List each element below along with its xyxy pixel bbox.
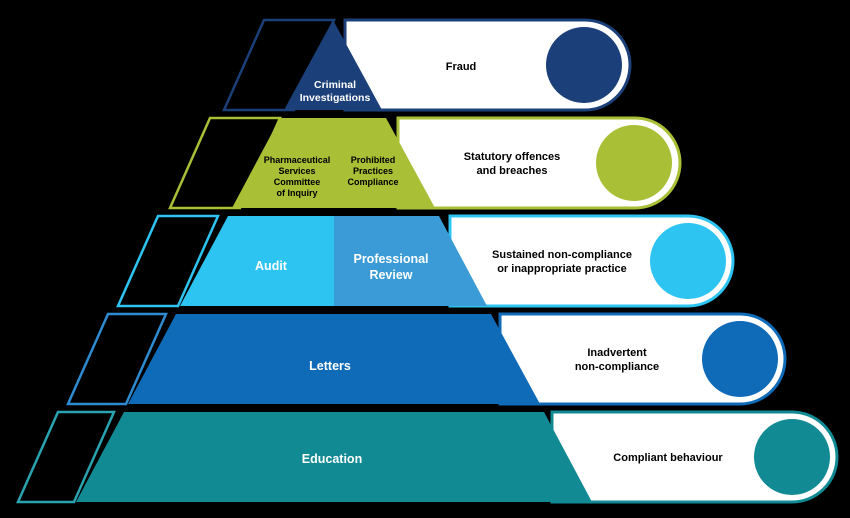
svg-text:Fraud: Fraud (446, 61, 477, 73)
pyramid-tier-5 (76, 412, 592, 502)
tier2-right-line3: Compliance (347, 177, 398, 187)
label-inadvertent-line2: non-compliance (575, 361, 659, 373)
tier4-label: Letters (309, 359, 351, 373)
behaviour-pill-sustained: Sustained non-compliance or inappropriat… (448, 214, 735, 308)
label-fraud: Fraud (446, 61, 477, 73)
svg-text:Investigations: Investigations (300, 92, 371, 104)
tier3-right-line2: Review (369, 268, 412, 282)
svg-text:of Inquiry: of Inquiry (277, 188, 318, 198)
indicator-circle-sustained (650, 223, 726, 299)
behaviour-pill-fraud: Fraud (343, 18, 632, 112)
tier5-label: Education (302, 452, 362, 466)
svg-text:Compliance: Compliance (347, 177, 398, 187)
svg-text:non-compliance: non-compliance (575, 361, 659, 373)
svg-text:Inadvertent: Inadvertent (587, 347, 647, 359)
tier2-right-line1: Prohibited (351, 155, 396, 165)
svg-text:Committee: Committee (274, 177, 321, 187)
tier2-left-line3: Committee (274, 177, 321, 187)
tier2-left-line4: of Inquiry (277, 188, 318, 198)
pyramid-tier-2 (232, 118, 435, 208)
tier3-right-line1: Professional (353, 252, 428, 266)
tier1-label-line2: Investigations (300, 92, 371, 104)
tier2-right-line2: Practices (353, 166, 393, 176)
svg-text:Practices: Practices (353, 166, 393, 176)
svg-text:Professional: Professional (353, 252, 428, 266)
label-inadvertent-line1: Inadvertent (587, 347, 647, 359)
indicator-circle-statutory (596, 125, 672, 201)
svg-text:Compliant behaviour: Compliant behaviour (613, 452, 723, 464)
svg-text:Sustained non-compliance: Sustained non-compliance (492, 249, 632, 261)
svg-text:Pharmaceutical: Pharmaceutical (264, 155, 331, 165)
label-statutory-line1: Statutory offences (464, 151, 561, 163)
svg-text:Review: Review (369, 268, 412, 282)
label-sustained-line1: Sustained non-compliance (492, 249, 632, 261)
behaviour-pill-compliant: Compliant behaviour (550, 410, 839, 504)
tier3-left-label: Audit (255, 259, 288, 273)
pyramid-tier-1 (284, 20, 382, 110)
svg-text:Statutory offences: Statutory offences (464, 151, 561, 163)
outline-band-4 (66, 312, 168, 406)
tier2-left-line2: Services (278, 166, 315, 176)
label-compliant: Compliant behaviour (613, 452, 723, 464)
pyramid-tier-3-right (334, 216, 487, 306)
svg-text:Services: Services (278, 166, 315, 176)
outline-band-5 (16, 410, 116, 504)
tier2-left-line1: Pharmaceutical (264, 155, 331, 165)
tier1-label-line1: Criminal (314, 79, 356, 91)
label-statutory-line2: and breaches (477, 165, 548, 177)
svg-text:Criminal: Criminal (314, 79, 356, 91)
indicator-circle-inadvertent (702, 321, 778, 397)
svg-text:or inappropriate practice: or inappropriate practice (497, 263, 627, 275)
pyramid-tier-4 (128, 314, 540, 404)
svg-text:Prohibited: Prohibited (351, 155, 396, 165)
indicator-circle-fraud (546, 27, 622, 103)
svg-text:and breaches: and breaches (477, 165, 548, 177)
outline-band-3 (116, 214, 220, 308)
outline-band-1 (222, 18, 336, 112)
indicator-circle-compliant (754, 419, 830, 495)
svg-text:Audit: Audit (255, 259, 288, 273)
svg-text:Letters: Letters (309, 359, 351, 373)
behaviour-pill-inadvertent: Inadvertent non-compliance (498, 312, 787, 406)
behaviour-pill-statutory: Statutory offences and breaches (396, 116, 682, 210)
label-sustained-line2: or inappropriate practice (497, 263, 627, 275)
pyramid-tier-3-left (180, 216, 334, 306)
svg-text:Education: Education (302, 452, 362, 466)
